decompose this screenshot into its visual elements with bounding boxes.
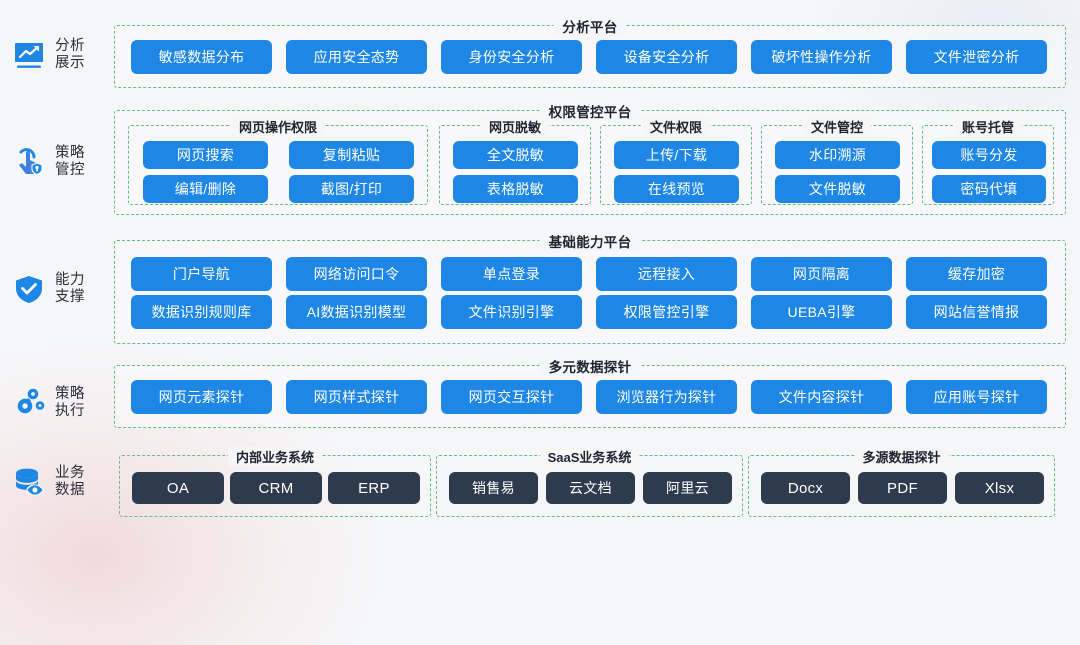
analytics-chart-icon: [12, 38, 46, 72]
chip-fulltext-masking[interactable]: 全文脱敏: [453, 141, 578, 169]
rail-item-policy-control[interactable]: 策略 管控: [12, 145, 112, 179]
rail-item-policy-execution[interactable]: 策略 执行: [12, 386, 112, 420]
chip-account-distribution[interactable]: 账号分发: [932, 141, 1046, 169]
group-title: 多源数据探针: [854, 447, 949, 466]
chip-online-preview[interactable]: 在线预览: [614, 175, 739, 203]
chip-file-leak-analysis[interactable]: 文件泄密分析: [906, 40, 1047, 74]
chip-crm[interactable]: CRM: [230, 472, 322, 504]
group-internal-business-system: 内部业务系统 OA CRM ERP: [119, 447, 431, 517]
chip-screenshot-print[interactable]: 截图/打印: [289, 175, 414, 203]
chip-permission-control-engine[interactable]: 权限管控引擎: [596, 295, 737, 329]
group-title: 账号托管: [953, 117, 1023, 136]
section-title: 权限管控平台: [539, 101, 641, 121]
rail-item-business-data[interactable]: 业务 数据: [12, 465, 112, 499]
chip-xiaoshouyi[interactable]: 销售易: [449, 472, 538, 504]
chip-file-masking[interactable]: 文件脱敏: [775, 175, 900, 203]
group-title: SaaS业务系统: [539, 447, 640, 466]
chip-ai-data-recognition-model[interactable]: AI数据识别模型: [286, 295, 427, 329]
chip-aliyun[interactable]: 阿里云: [643, 472, 732, 504]
chip-cache-encryption[interactable]: 缓存加密: [906, 257, 1047, 291]
business-data-database-eye-icon: [12, 465, 46, 499]
chip-web-isolation[interactable]: 网页隔离: [751, 257, 892, 291]
section-base-capability-platform: 基础能力平台 门户导航 网络访问口令 单点登录 远程接入 网页隔离 缓存加密 数…: [114, 231, 1066, 344]
section-title: 基础能力平台: [539, 231, 641, 251]
chip-website-reputation-intel[interactable]: 网站信誉情报: [906, 295, 1047, 329]
chip-yunwendang[interactable]: 云文档: [546, 472, 635, 504]
chip-ueba-engine[interactable]: UEBA引擎: [751, 295, 892, 329]
chip-upload-download[interactable]: 上传/下载: [614, 141, 739, 169]
group-multisource-data-probe: 多源数据探针 Docx PDF Xlsx: [748, 447, 1055, 517]
group-web-operation-permission: 网页操作权限 网页搜索 复制粘贴 编辑/删除 截图/打印: [128, 117, 428, 205]
chip-web-interaction-probe[interactable]: 网页交互探针: [441, 380, 582, 414]
group-title: 网页脱敏: [480, 117, 550, 136]
chip-web-element-probe[interactable]: 网页元素探针: [131, 380, 272, 414]
section-title: 多元数据探针: [539, 356, 641, 376]
chip-sensitive-data-distribution[interactable]: 敏感数据分布: [131, 40, 272, 74]
chip-erp[interactable]: ERP: [328, 472, 420, 504]
group-title: 内部业务系统: [227, 447, 323, 466]
section-analysis-platform: 分析平台 敏感数据分布 应用安全态势 身份安全分析 设备安全分析 破坏性操作分析…: [114, 16, 1066, 88]
chip-password-autofill[interactable]: 密码代填: [932, 175, 1046, 203]
group-file-control: 文件管控 水印溯源 文件脱敏: [761, 117, 913, 205]
group-web-masking: 网页脱敏 全文脱敏 表格脱敏: [439, 117, 591, 205]
section-permission-control-platform: 权限管控平台 网页操作权限 网页搜索 复制粘贴 编辑/删除 截图/打印 网页脱敏…: [114, 101, 1066, 215]
layer-rail: 分析 展示 策略 管控 能力 支撑: [0, 0, 114, 535]
chip-file-recognition-engine[interactable]: 文件识别引擎: [441, 295, 582, 329]
chip-edit-delete[interactable]: 编辑/删除: [143, 175, 268, 203]
chip-xlsx[interactable]: Xlsx: [955, 472, 1044, 504]
chip-destructive-ops-analysis[interactable]: 破坏性操作分析: [751, 40, 892, 74]
chip-network-access-password[interactable]: 网络访问口令: [286, 257, 427, 291]
group-account-hosting: 账号托管 账号分发 密码代填: [922, 117, 1054, 205]
rail-item-analysis[interactable]: 分析 展示: [12, 38, 112, 72]
group-title: 文件管控: [802, 117, 872, 136]
rail-item-label: 业务 数据: [55, 465, 85, 498]
architecture-diagram: 分析 展示 策略 管控 能力 支撑: [0, 0, 1066, 535]
chip-watermark-traceability[interactable]: 水印溯源: [775, 141, 900, 169]
chip-file-content-probe[interactable]: 文件内容探针: [751, 380, 892, 414]
chip-table-masking[interactable]: 表格脱敏: [453, 175, 578, 203]
rail-item-label: 策略 执行: [55, 386, 85, 419]
chip-remote-access[interactable]: 远程接入: [596, 257, 737, 291]
chip-copy-paste[interactable]: 复制粘贴: [289, 141, 414, 169]
group-file-permission: 文件权限 上传/下载 在线预览: [600, 117, 752, 205]
chip-single-sign-on[interactable]: 单点登录: [441, 257, 582, 291]
rail-item-capability[interactable]: 能力 支撑: [12, 272, 112, 306]
chip-web-style-probe[interactable]: 网页样式探针: [286, 380, 427, 414]
chip-app-security-posture[interactable]: 应用安全态势: [286, 40, 427, 74]
policy-control-hand-shield-icon: [12, 145, 46, 179]
group-saas-business-system: SaaS业务系统 销售易 云文档 阿里云: [436, 447, 743, 517]
chip-app-account-probe[interactable]: 应用账号探针: [906, 380, 1047, 414]
chip-browser-behavior-probe[interactable]: 浏览器行为探针: [596, 380, 737, 414]
section-title: 分析平台: [553, 16, 627, 36]
chip-device-security-analysis[interactable]: 设备安全分析: [596, 40, 737, 74]
chip-oa[interactable]: OA: [132, 472, 224, 504]
rail-item-label: 分析 展示: [55, 38, 85, 71]
group-title: 文件权限: [641, 117, 711, 136]
chip-pdf[interactable]: PDF: [858, 472, 947, 504]
rail-item-label: 策略 管控: [55, 145, 85, 178]
chip-docx[interactable]: Docx: [761, 472, 850, 504]
chip-data-recognition-rulebase[interactable]: 数据识别规则库: [131, 295, 272, 329]
rail-item-label: 能力 支撑: [55, 272, 85, 305]
group-title: 网页操作权限: [230, 117, 326, 136]
chip-web-search[interactable]: 网页搜索: [143, 141, 268, 169]
policy-execution-gears-icon: [12, 386, 46, 420]
capability-shield-check-icon: [12, 272, 46, 306]
chip-portal-navigation[interactable]: 门户导航: [131, 257, 272, 291]
section-multidimensional-data-probe: 多元数据探针 网页元素探针 网页样式探针 网页交互探针 浏览器行为探针 文件内容…: [114, 356, 1066, 428]
chip-identity-security-analysis[interactable]: 身份安全分析: [441, 40, 582, 74]
